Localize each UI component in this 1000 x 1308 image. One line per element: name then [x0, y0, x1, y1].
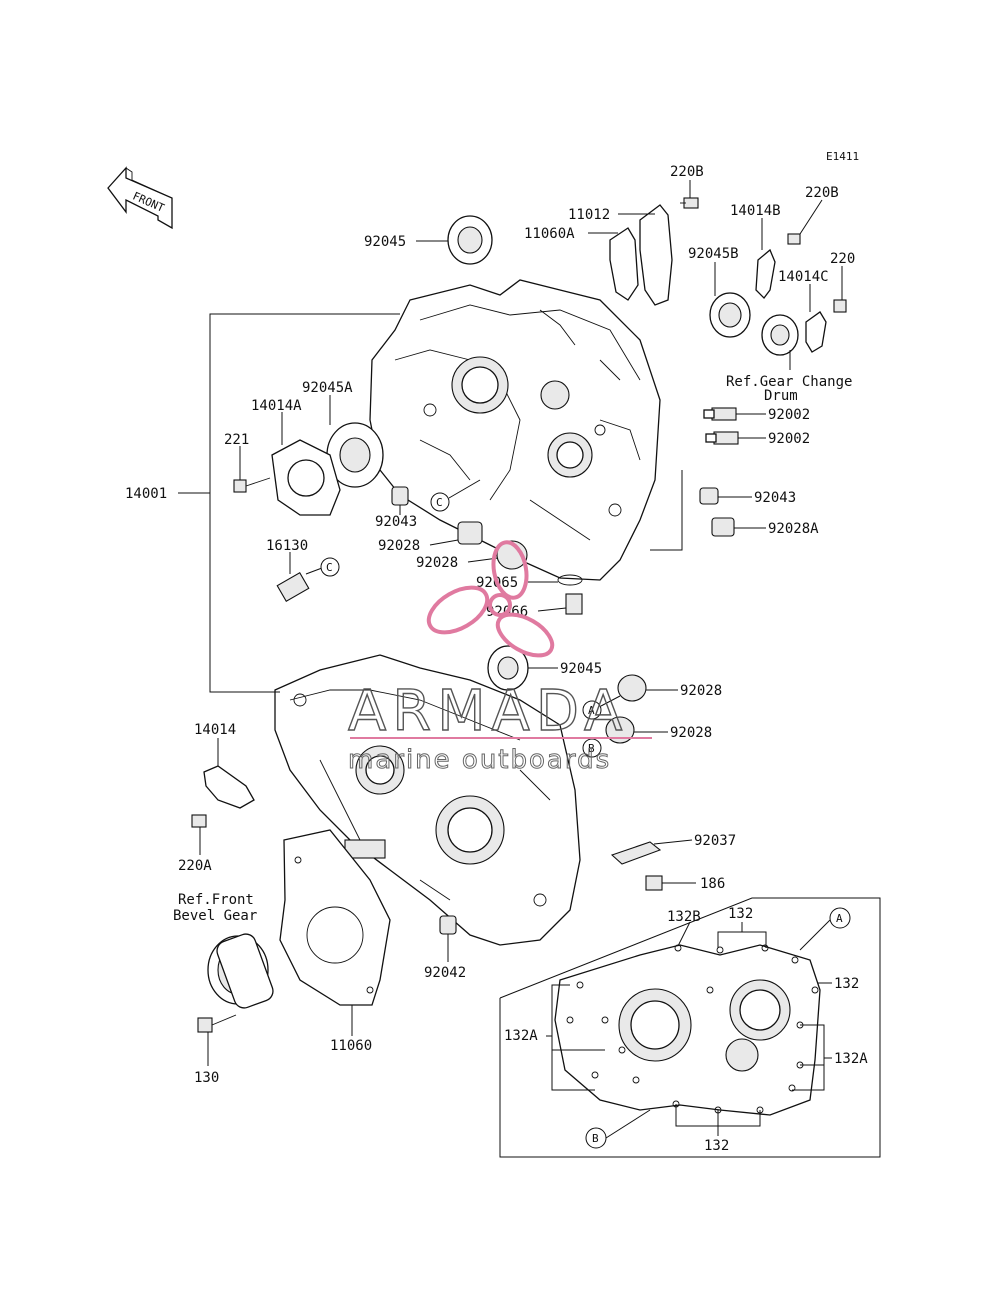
label-14001: 14001: [125, 486, 167, 502]
ref-gear-change-line1: Ref.Gear Change: [726, 374, 852, 390]
dowel-92028-left: [457, 521, 483, 545]
dowel-92043-left: [391, 486, 409, 506]
label-221: 221: [224, 432, 249, 448]
watermark-brand: ARMADA: [348, 679, 628, 744]
tag-c-mid: C: [436, 496, 443, 509]
bracket-14014: [203, 765, 255, 809]
label-92028A: 92028A: [768, 521, 819, 537]
label-92042: 92042: [424, 965, 466, 981]
label-16130: 16130: [266, 538, 308, 554]
dowel-92043-right: [699, 487, 719, 505]
gasket-11060: [279, 829, 391, 1006]
label-92045B: 92045B: [688, 246, 739, 262]
tag-a-mid: A: [588, 704, 595, 717]
label-92002-a: 92002: [768, 407, 810, 423]
label-92043-left: 92043: [375, 514, 417, 530]
label-220: 220: [830, 251, 855, 267]
label-130: 130: [194, 1070, 219, 1086]
label-92045-top: 92045: [364, 234, 406, 250]
label-132A-left: 132A: [504, 1028, 538, 1044]
label-132A-right: 132A: [834, 1051, 868, 1067]
bolt-130: [197, 1014, 237, 1033]
label-14014C: 14014C: [778, 269, 829, 285]
dowel-92028A: [711, 517, 735, 537]
bearing-92045B: [709, 292, 751, 338]
bracket-14014B: [755, 248, 776, 299]
bracket-14014A: [271, 439, 341, 516]
armada-watermark: ARMADA marine outboards: [347, 540, 652, 776]
bearing-92045-top: [447, 215, 493, 265]
reference-tag-b-inset: [585, 1127, 607, 1149]
label-11060A: 11060A: [524, 226, 575, 242]
label-11012: 11012: [568, 207, 610, 223]
label-11060: 11060: [330, 1038, 372, 1054]
label-132-right: 132: [834, 976, 859, 992]
ref-gear-change-line2: Drum: [764, 388, 798, 404]
plate-92037: [610, 841, 662, 865]
screw-220B-right: [787, 233, 801, 245]
label-132-top: 132: [728, 906, 753, 922]
screw-220: [833, 299, 847, 313]
label-92028-b: 92028: [670, 725, 712, 741]
reference-tag-c-mid: [430, 492, 450, 512]
bearing-92045A: [326, 422, 384, 488]
reference-tag-a-mid: [582, 700, 602, 720]
label-132-bottom: 132: [704, 1138, 729, 1154]
label-14014B: 14014B: [730, 203, 781, 219]
label-92043-right: 92043: [754, 490, 796, 506]
label-92037: 92037: [694, 833, 736, 849]
upper-crankcase: [369, 279, 661, 581]
bolt-221: [233, 477, 271, 493]
sensor-16130: [276, 571, 310, 603]
tag-b-mid: B: [588, 742, 595, 755]
label-92045A: 92045A: [302, 380, 353, 396]
label-92028-mid: 92028: [416, 555, 458, 571]
dowel-92042: [439, 915, 457, 935]
screw-220A: [191, 814, 207, 828]
screw-220B-top: [680, 197, 699, 209]
bevel-gear-housing: [207, 933, 274, 1009]
tag-c-left: C: [326, 561, 333, 574]
propeller-logo-icon: [426, 540, 555, 658]
label-14014: 14014: [194, 722, 236, 738]
watermark-tagline: marine outboards: [348, 745, 611, 775]
bracket-14014C: [805, 311, 827, 353]
bolt-pattern-inset: [499, 897, 881, 1158]
bearing-gear-change-drum: [761, 314, 799, 356]
label-220A: 220A: [178, 858, 212, 874]
reference-tag-c-left: [320, 557, 340, 577]
dowel-92028-a: [617, 674, 647, 702]
label-220B-top: 220B: [670, 164, 704, 180]
ref-front-bevel-line1: Ref.Front: [178, 892, 254, 908]
bolt-186: [645, 875, 663, 891]
ref-front-bevel-line2: Bevel Gear: [173, 908, 257, 924]
label-92002-b: 92002: [768, 431, 810, 447]
label-132B: 132B: [667, 909, 701, 925]
tag-b-inset: B: [592, 1132, 599, 1145]
reference-tag-a-inset: [829, 907, 851, 929]
fitting-92002-b: [705, 431, 739, 445]
oring-92065: [557, 574, 583, 586]
cover-plate-11012: [609, 204, 673, 306]
tag-a-inset: A: [836, 912, 843, 925]
label-220B-right: 220B: [805, 185, 839, 201]
label-14014A: 14014A: [251, 398, 302, 414]
fitting-92002-a: [703, 407, 737, 421]
front-arrow-icon: FRONT: [107, 166, 173, 230]
plug-92066: [565, 593, 583, 615]
label-92028-a: 92028: [680, 683, 722, 699]
label-92028-left: 92028: [378, 538, 420, 554]
label-92045-mid: 92045: [560, 661, 602, 677]
dowel-92028-b: [605, 716, 635, 744]
diagram-code: E1411: [826, 150, 859, 163]
bearing-92045-mid: [487, 645, 529, 691]
lower-crankcase: [274, 654, 581, 946]
label-186: 186: [700, 876, 725, 892]
